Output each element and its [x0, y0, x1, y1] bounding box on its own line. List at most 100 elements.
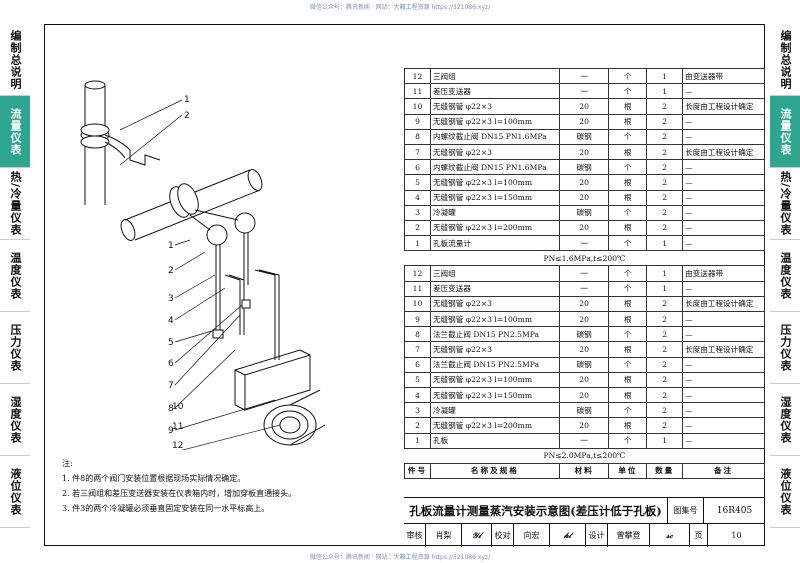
cell-part-name: 冷凝罐: [429, 402, 560, 419]
cell-part-name: 无缝钢管 φ22×3: [429, 295, 560, 313]
cell-remark: —: [682, 432, 765, 449]
cell-remark: —: [682, 326, 765, 343]
cell-unit: 根: [608, 98, 648, 115]
tab-flow[interactable]: 流量仪表: [0, 96, 30, 168]
right-category-tabs: 编制总说明 流量仪表 热/冷量仪表 温度仪表 压力仪表 湿度仪表 液位仪表: [770, 24, 800, 546]
design-name: 曾攀登: [608, 524, 650, 547]
cell-unit: 个: [608, 356, 648, 373]
condition-row-2: PN≤2.0MPa,t≤200℃: [404, 447, 765, 464]
header-item-no: 件号: [404, 462, 431, 480]
cell-item-no: 8: [404, 326, 431, 343]
tab-flow[interactable]: 流量仪表: [770, 96, 800, 168]
cell-unit: 根: [608, 386, 648, 404]
cell-part-name: 内螺纹截止阀 DN15 PN1.6MPa: [429, 128, 560, 145]
tab-general[interactable]: 编制总说明: [0, 24, 30, 96]
cell-unit: 个: [608, 326, 648, 343]
cell-unit: 个: [608, 159, 648, 176]
cell-quantity: 2: [646, 204, 684, 221]
cell-item-no: 1: [404, 432, 431, 449]
cell-remark: —: [682, 417, 765, 434]
header-remark: 备注: [682, 462, 765, 480]
cell-remark: —: [682, 189, 765, 206]
cell-unit: 根: [608, 310, 648, 328]
cell-item-no: 3: [404, 402, 431, 419]
cell-part-name: 三阀组: [429, 265, 560, 282]
cell-material: 碳钢: [558, 128, 610, 145]
page-number: 10: [731, 531, 742, 540]
note-1: 1. 件8的两个阀门安装位置根据现场实际情况确定。: [62, 474, 246, 483]
left-category-tabs: 编制总说明 流量仪表 热/冷量仪表 温度仪表 压力仪表 湿度仪表 液位仪表: [0, 24, 30, 546]
cell-item-no: 11: [404, 280, 431, 297]
cell-item-no: 5: [404, 371, 431, 388]
cell-item-no: 8: [404, 128, 431, 145]
notes-heading: 注:: [62, 459, 73, 468]
tab-pressure[interactable]: 压力仪表: [770, 312, 800, 384]
cell-material: 碳钢: [558, 204, 610, 221]
tab-general[interactable]: 编制总说明: [770, 24, 800, 96]
cell-unit: 根: [608, 371, 648, 388]
callout-4: 4: [168, 316, 174, 326]
callout-2-top: 2: [184, 111, 190, 121]
tab-pressure[interactable]: 压力仪表: [0, 312, 30, 384]
tab-heat[interactable]: 热/冷量仪表: [0, 168, 30, 240]
cell-unit: 根: [608, 341, 648, 358]
callout-10: 10: [172, 402, 184, 412]
cell-quantity: 1: [646, 83, 684, 100]
drawing-frame: [44, 24, 765, 546]
callout-5: 5: [168, 338, 174, 348]
cell-quantity: 1: [646, 432, 684, 449]
cell-quantity: 2: [646, 326, 684, 343]
cell-part-name: 无缝钢管 φ22×3 l=200mm: [429, 417, 560, 434]
cell-material: 20: [558, 113, 610, 130]
cell-item-no: 2: [404, 219, 431, 237]
cell-item-no: 6: [404, 356, 431, 373]
tab-humidity[interactable]: 湿度仪表: [770, 384, 800, 456]
cell-unit: 根: [608, 219, 648, 237]
cell-part-name: 无缝钢管 φ22×3 l=100mm: [429, 371, 560, 388]
cell-item-no: 4: [404, 386, 431, 404]
tab-heat[interactable]: 热/冷量仪表: [770, 168, 800, 240]
cell-part-name: 冷凝罐: [429, 204, 560, 221]
cell-remark: —: [682, 204, 765, 221]
tab-level[interactable]: 液位仪表: [770, 456, 800, 528]
notes: 注: 1. 件8的两个阀门安装位置根据现场实际情况确定。 2. 若三阀组和差压变…: [62, 456, 402, 516]
tab-humidity[interactable]: 湿度仪表: [0, 384, 30, 456]
cell-quantity: 1: [646, 265, 684, 282]
cell-item-no: 5: [404, 174, 431, 191]
tab-temperature[interactable]: 温度仪表: [0, 240, 30, 312]
cell-material: 20: [558, 174, 610, 191]
tab-level[interactable]: 液位仪表: [0, 456, 30, 528]
cell-unit: 个: [608, 402, 648, 419]
cell-unit: 根: [608, 174, 648, 191]
cell-remark: —: [682, 159, 765, 176]
review-name: 肖梨: [426, 524, 462, 547]
tab-temperature[interactable]: 温度仪表: [770, 240, 800, 312]
cell-material: 20: [558, 189, 610, 206]
cell-part-name: 内螺纹截止阀 DN15 PN1.6MPa: [429, 159, 560, 176]
cell-remark: —: [682, 402, 765, 419]
cell-material: 20: [558, 386, 610, 404]
cell-material: 一: [558, 432, 610, 449]
drawing-title: 孔板流量计测量蒸汽安装示意图(差压计低于孔板): [404, 498, 668, 524]
cell-item-no: 4: [404, 189, 431, 206]
page-label: 页: [690, 524, 708, 547]
cell-quantity: 2: [646, 219, 684, 237]
cell-part-name: 差压变送器: [429, 83, 560, 100]
cell-material: 20: [558, 295, 610, 313]
cell-remark: —: [682, 280, 765, 297]
installation-drawing: 1 2 1 2 3 4 5 6 7 8 9: [80, 80, 326, 450]
